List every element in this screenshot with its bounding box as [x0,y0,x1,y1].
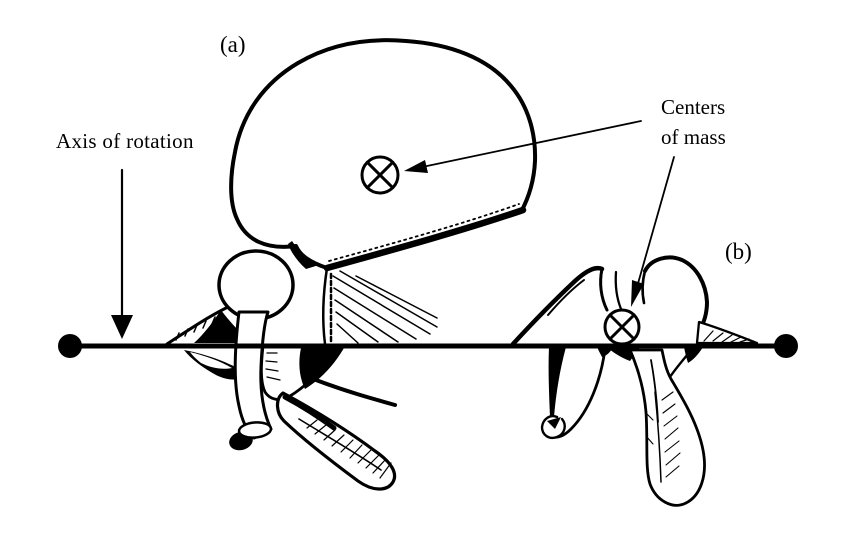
fan-hatching [332,270,438,344]
axis-endpoint-left [58,334,82,358]
b-foot-wedge [547,417,561,429]
com-pointer-a-shaft [407,120,642,171]
b-feather-barbs [644,391,681,478]
b-junction-wedge [684,347,703,363]
paddle-top-stripe [282,394,337,431]
below-axis-wedge-highlight [190,352,232,369]
com-pointer-b-shaft [636,156,675,288]
manubrium-tip-highlight [237,421,273,439]
incus-funnel-shadow [299,348,344,389]
paddle-feather-vein [298,418,382,471]
panel-a-label: (a) [220,32,246,57]
fan-left-edge [322,266,329,346]
funnel-hatching [265,352,281,381]
b-neck-left [599,267,609,312]
b-neck-right [614,270,623,311]
ossicle-b-drawing [510,255,759,507]
incus-lower-band [314,378,397,407]
paddle-feather-barbs [306,419,392,479]
centers-of-mass-label-line2: of mass [661,125,726,149]
b-right-hump-left-edge [641,269,647,305]
com-pointer-a [404,120,642,173]
b-manubrium-teardrop [628,348,706,507]
com-x-b-2 [608,313,636,341]
malleus-head-outline [229,38,538,270]
b-triangle-hatching [703,330,750,343]
head-bottom-fuzzy-edge [323,206,527,272]
axis-of-rotation-label: Axis of rotation [56,129,194,153]
head-bottom-hairline [328,203,520,262]
com-pointer-b [631,156,675,307]
anterior-process-hatching [175,316,216,341]
centers-of-mass-label: Centers of mass [661,92,726,152]
com-pointer-b-arrowhead-icon [631,280,644,307]
b-right-hump [643,255,709,333]
com-x-a-2 [365,160,395,190]
center-of-mass-marker-b [603,308,641,346]
b-limb-sliver [548,347,566,417]
b-hatched-triangle [695,320,759,345]
axis-endpoint-right [774,334,798,358]
malleus-neck-knob [217,249,295,321]
centers-of-mass-label-line1: Centers [661,95,726,119]
b-left-hump [510,265,605,347]
b-hump-inner-shade [547,279,585,316]
axis-arrowhead-icon [111,315,133,339]
panel-b-label: (b) [725,239,752,264]
ossicle-a-drawing [165,38,538,491]
center-of-mass-marker-a [360,155,400,195]
head-knob-crevice [288,241,319,269]
com-pointer-a-arrowhead-icon [404,160,428,173]
b-feather-vein [654,391,662,483]
rotation-axis [58,334,798,358]
axis-label-arrow [111,168,133,339]
